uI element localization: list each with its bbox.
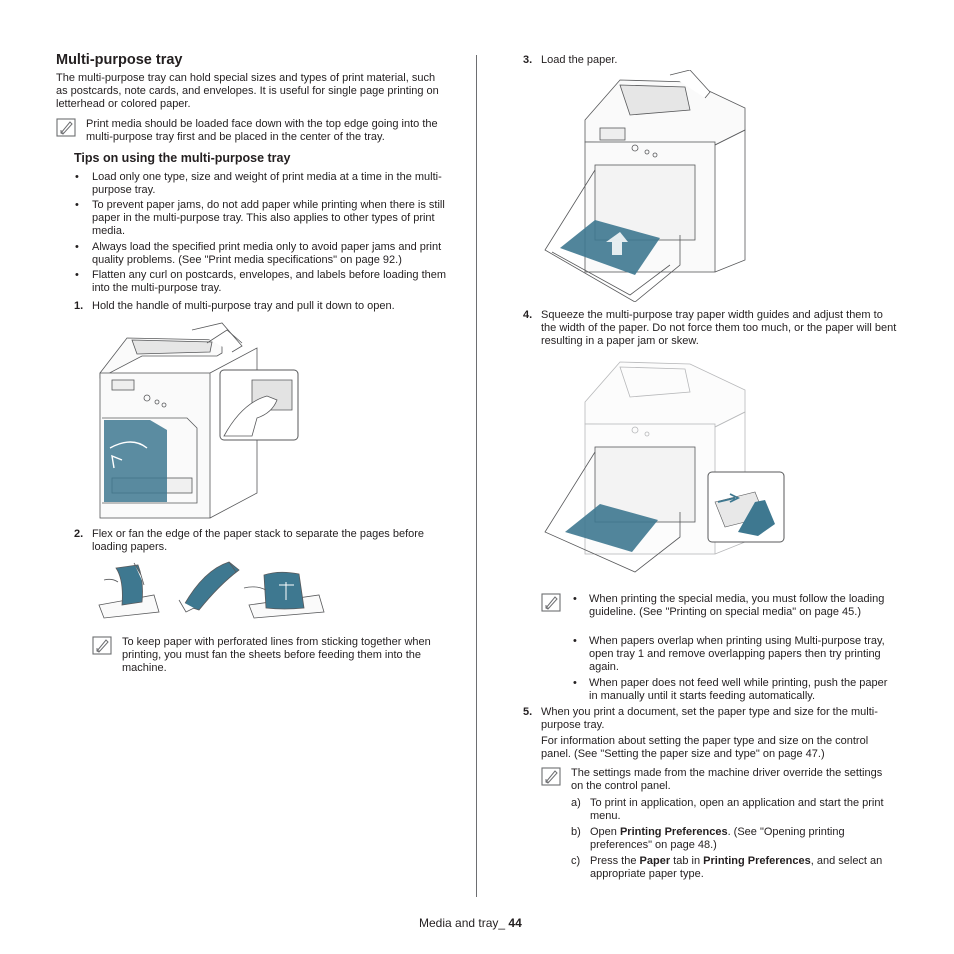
note-driver-override: The settings made from the machine drive… (571, 767, 883, 792)
step-number: 5. (523, 706, 533, 718)
adjust-guides-illustration (544, 361, 785, 573)
tips-heading: Tips on using the multi-purpose tray (74, 151, 291, 165)
step-number: 4. (523, 309, 533, 321)
printer-open-tray-illustration (99, 322, 299, 519)
page-footer: Media and tray_ 44 (419, 916, 522, 930)
ui-term: Printing Preferences (703, 855, 811, 867)
step-number: 1. (74, 300, 84, 312)
substep-label: c) (571, 855, 581, 867)
step-text: When you print a document, set the paper… (541, 706, 878, 731)
note-icon (92, 636, 112, 655)
step-number: 2. (74, 528, 84, 540)
section-heading: Multi-purpose tray (56, 52, 183, 68)
substep-text: Press the Paper tab in Printing Preferen… (590, 855, 883, 880)
ui-term: Printing Preferences (619, 826, 728, 838)
tip-item: To prevent paper jams, do not add paper … (92, 199, 445, 237)
note-bullet: When printing the special media, you mus… (589, 593, 885, 618)
bullet-mark: • (75, 171, 79, 183)
substep-text: To print in application, open an applica… (590, 797, 884, 822)
step-text: Flex or fan the edge of the paper stack … (92, 528, 425, 553)
bullet-mark: • (75, 241, 79, 253)
note-bullet: When paper does not feed well while prin… (589, 677, 888, 702)
substep-text: Open Printing Preferences. (See "Opening… (590, 826, 845, 851)
page-number: 44 (508, 916, 522, 930)
note-perforated: To keep paper with perforated lines from… (122, 636, 431, 674)
fan-paper-illustration (98, 561, 325, 619)
bullet-mark: • (75, 199, 79, 211)
substep-label: b) (571, 826, 581, 838)
note-icon (541, 593, 561, 612)
step5-info: For information about setting the paper … (541, 735, 869, 760)
bullet-mark: • (75, 269, 79, 281)
tip-item: Always load the specified print media on… (92, 241, 442, 266)
column-divider (476, 55, 477, 897)
step-text: Hold the handle of multi-purpose tray an… (92, 300, 395, 312)
tip-item: Load only one type, size and weight of p… (92, 171, 442, 196)
note-bullet: When papers overlap when printing using … (589, 635, 885, 673)
bullet-mark: • (573, 635, 577, 647)
step-text: Squeeze the multi-purpose tray paper wid… (541, 309, 897, 347)
substep-label: a) (571, 797, 581, 809)
load-paper-illustration (544, 70, 746, 302)
footer-section: Media and tray_ (419, 916, 509, 930)
ui-term: Paper (639, 855, 671, 867)
tip-item: Flatten any curl on postcards, envelopes… (92, 269, 447, 294)
bullet-mark: • (573, 677, 577, 689)
bullet-mark: • (573, 593, 577, 605)
step-number: 3. (523, 54, 533, 66)
step-text: Load the paper. (541, 54, 618, 66)
note-icon (541, 767, 561, 786)
intro-paragraph: The multi-purpose tray can hold special … (56, 72, 439, 110)
note-icon (56, 118, 76, 137)
note-face-down: Print media should be loaded face down w… (86, 118, 438, 143)
